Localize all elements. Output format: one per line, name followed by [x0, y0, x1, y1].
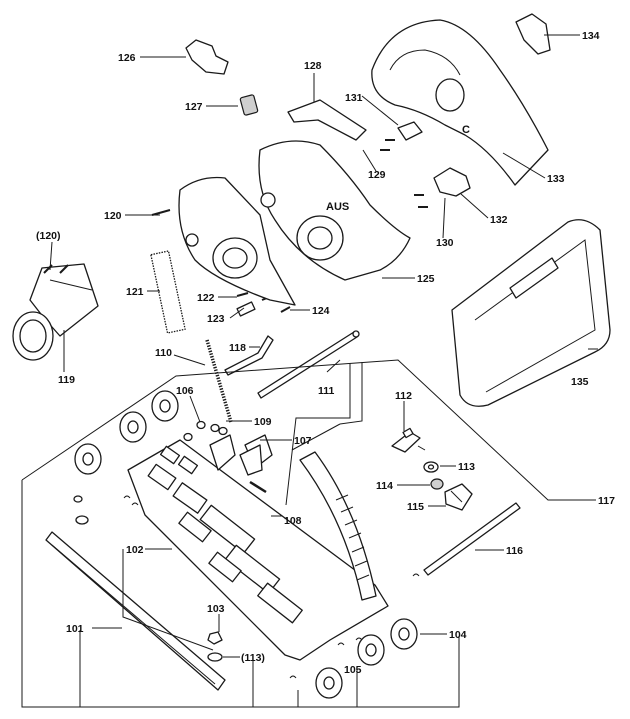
callout-102: 102	[126, 544, 144, 556]
callout-117: 117	[598, 495, 615, 507]
part-102-base-plate	[127, 439, 389, 661]
part-118-hex-key	[224, 335, 274, 376]
callout-125: 125	[417, 273, 435, 285]
callout-113-ref: (113)	[241, 652, 265, 664]
callout-111: 111	[318, 385, 335, 397]
part-116-shaft	[423, 502, 521, 576]
callout-124: 124	[312, 305, 330, 317]
callout-134: 134	[582, 30, 600, 42]
leader-lines	[21, 34, 598, 708]
part-108-pin	[249, 480, 267, 494]
callout-101: 101	[66, 623, 84, 635]
callout-112: 112	[395, 390, 412, 402]
part-125-outer-plate	[258, 140, 411, 281]
part-127-spring	[239, 94, 259, 116]
callout-110: 110	[155, 347, 172, 359]
part-126-clamp	[185, 39, 229, 75]
callout-128: 128	[304, 60, 322, 72]
part-131-small-bracket	[397, 121, 423, 141]
part-135-case	[451, 219, 611, 407]
part-105-clips	[123, 495, 420, 679]
callout-105: 105	[344, 664, 362, 676]
callout-108: 108	[284, 515, 302, 527]
part-115-knob	[444, 483, 473, 511]
c-marking: C	[462, 124, 470, 136]
callout-120: 120	[104, 210, 122, 222]
part-119-dust-adapter	[12, 263, 99, 361]
part-121-spring	[150, 250, 186, 334]
part-inner-guard-plate	[178, 176, 296, 306]
part-107-bracket	[209, 434, 273, 476]
callout-116: 116	[506, 545, 523, 557]
callout-132: 132	[490, 214, 508, 226]
callout-130: 130	[436, 237, 454, 249]
callout-120-ref: (120)	[36, 230, 61, 242]
callout-122: 122	[197, 292, 215, 304]
callout-109: 109	[254, 416, 272, 428]
part-104-rollers	[74, 390, 418, 699]
callout-121: 121	[126, 286, 144, 298]
part-113-washer	[423, 461, 439, 473]
callout-118: 118	[229, 342, 246, 354]
part-scale-arc	[299, 451, 377, 601]
callout-106: 106	[176, 385, 194, 397]
aus-marking: AUS	[326, 201, 349, 213]
part-111-shaft	[257, 330, 360, 399]
part-123-pin	[236, 301, 256, 317]
callout-131: 131	[345, 92, 363, 104]
part-134-clip	[515, 13, 551, 55]
part-129-screws	[380, 139, 395, 151]
part-106-washers	[183, 420, 228, 442]
callout-127: 127	[185, 101, 203, 113]
callout-107: 107	[294, 435, 312, 447]
callout-129: 129	[368, 169, 386, 181]
callout-126: 126	[118, 52, 136, 64]
part-112-clip	[391, 427, 426, 453]
callout-113: 113	[458, 461, 475, 473]
part-101-guide-bar	[45, 531, 226, 691]
callout-labels: 101 102 103 104 105 106 107 108 109 110 …	[36, 30, 615, 676]
callout-103: 103	[207, 603, 225, 615]
part-128-bracket-arm	[287, 99, 367, 141]
callout-104: 104	[449, 629, 467, 641]
callout-115: 115	[407, 501, 424, 513]
callout-123: 123	[207, 313, 225, 325]
callout-135: 135	[571, 376, 589, 388]
callout-133: 133	[547, 173, 565, 185]
callout-119: 119	[58, 374, 75, 386]
part-130-screws	[414, 194, 428, 208]
part-133-housing	[371, 19, 549, 186]
part-122-screw	[236, 292, 249, 297]
callout-114: 114	[376, 480, 393, 492]
part-132-clip-bracket	[433, 167, 471, 197]
part-110-threaded-rod	[205, 339, 233, 423]
part-103-nut	[73, 495, 223, 662]
part-114-spring	[430, 478, 444, 490]
